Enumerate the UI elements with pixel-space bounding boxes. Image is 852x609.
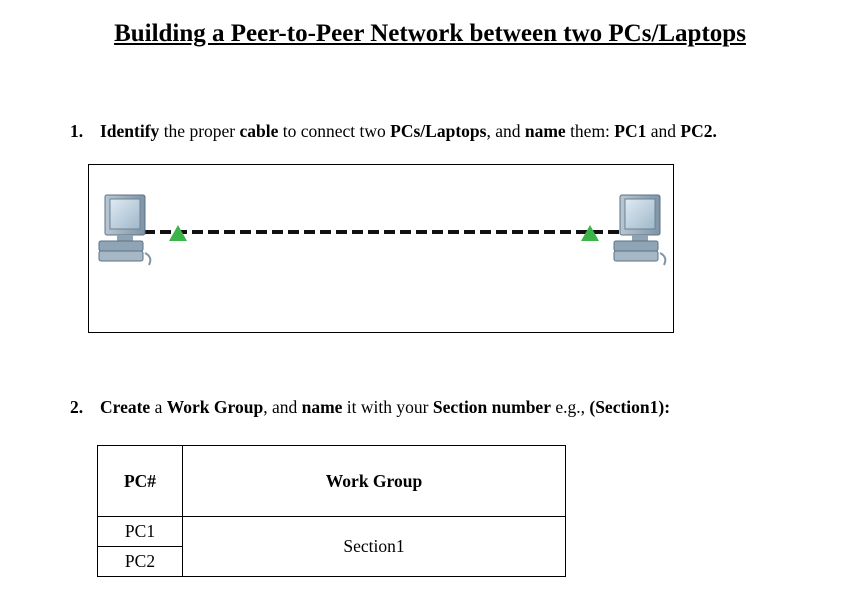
table-row: PC1 Section1 xyxy=(97,516,566,577)
instruction-2-text: a xyxy=(150,397,167,417)
instruction-2-text: name xyxy=(301,397,343,417)
instruction-1-text: name xyxy=(524,121,566,141)
document-title: Building a Peer-to-Peer Network between … xyxy=(114,20,746,47)
desktop-pc-icon xyxy=(98,194,152,266)
instruction-1: 1. Identify the proper cable to connect t… xyxy=(70,120,717,142)
instruction-2-text: Create xyxy=(100,397,151,417)
link-up-indicator xyxy=(169,225,187,241)
instruction-1-text: cable xyxy=(239,121,279,141)
instruction-1-text: PC1 xyxy=(614,121,647,141)
link-up-indicator xyxy=(581,225,599,241)
table-row: PC2 xyxy=(97,546,566,577)
instruction-2-text: it with your xyxy=(342,397,433,417)
instruction-1-text: and xyxy=(646,121,681,141)
network-diagram xyxy=(88,164,674,333)
instruction-1-text: PC2. xyxy=(680,121,717,141)
table-header-pc: PC# xyxy=(97,445,183,517)
instruction-2-text: Section number xyxy=(432,397,551,417)
table-cell-workgroup: Section1 xyxy=(182,516,566,577)
instruction-1-text: PCs/Laptops xyxy=(390,121,487,141)
table-cell-pc: PC2 xyxy=(97,546,183,577)
table-header-row: PC# Work Group xyxy=(97,445,566,517)
table-header-workgroup: Work Group xyxy=(182,445,566,517)
instruction-1-text: the proper xyxy=(159,121,240,141)
instruction-2: 2. Create a Work Group, and name it with … xyxy=(70,396,670,418)
instruction-1-text: Identify xyxy=(100,121,160,141)
workgroup-table: PC# Work Group PC1 Section1 PC2 xyxy=(97,445,566,577)
instruction-2-text: e.g., xyxy=(550,397,590,417)
instruction-2-text: (Section1): xyxy=(589,397,671,417)
instruction-2-number: 2. xyxy=(70,397,84,417)
instruction-1-text: them: xyxy=(565,121,615,141)
instruction-2-text: , and xyxy=(263,397,302,417)
desktop-pc-icon xyxy=(613,194,667,266)
instruction-1-text: , and xyxy=(486,121,525,141)
table-cell-pc: PC1 xyxy=(97,516,183,547)
instruction-1-number: 1. xyxy=(70,121,84,141)
instruction-2-text: Work Group xyxy=(166,397,264,417)
network-diagram-drawing xyxy=(98,194,667,266)
instruction-1-text: to connect two xyxy=(278,121,391,141)
